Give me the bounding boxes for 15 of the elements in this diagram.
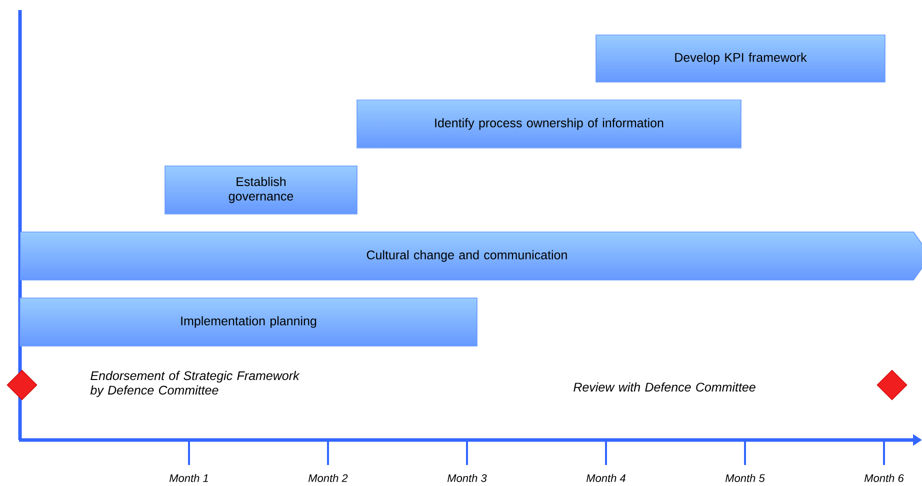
milestone-text: Endorsement of Strategic Framework by Defence Committee: [90, 370, 300, 398]
axis-label: Month 6: [864, 474, 904, 482]
axis-label: Month 4: [586, 474, 626, 482]
milestone-text: Review with Defence Committee: [574, 382, 756, 392]
axis-label: Month 1: [169, 474, 208, 482]
task-bar: Cultural change and communication: [20, 232, 922, 280]
axis-label: Month 2: [308, 474, 348, 482]
task-bar: Develop KPI framework: [596, 34, 886, 82]
axis-label: Month 5: [725, 474, 765, 482]
axis-label: Month 3: [447, 474, 487, 482]
task-bar: Establish governance: [164, 166, 358, 214]
task-bar: Implementation planning: [20, 298, 478, 346]
milestone-diamond: [876, 370, 908, 400]
milestone-diamond: [6, 370, 38, 400]
task-bar: Identify process ownership of information: [356, 100, 742, 148]
